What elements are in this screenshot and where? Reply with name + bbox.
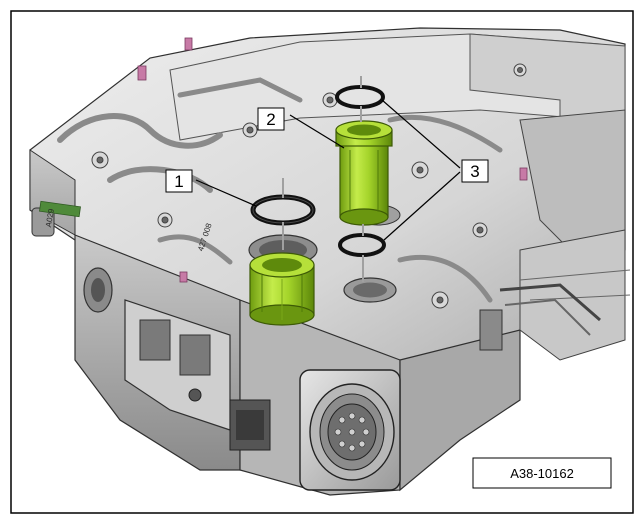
green-sleeve-upper: [335, 120, 393, 226]
reference-id-box: A38-10162: [472, 457, 612, 489]
reference-id: A38-10162: [510, 466, 574, 481]
callout-2: 2: [257, 107, 285, 131]
green-sleeve-lower: [249, 252, 315, 326]
valve-body-housing: [29, 27, 631, 496]
electrical-connector: [299, 369, 401, 491]
callout-1: 1: [165, 169, 193, 193]
callout-leaders: [195, 99, 461, 241]
callout-3-label: 3: [470, 162, 479, 181]
casting-stamp-a: A029: [44, 208, 56, 229]
callout-1-label: 1: [174, 172, 183, 191]
callout-2-label: 2: [266, 110, 275, 129]
callout-3: 3: [461, 159, 489, 183]
